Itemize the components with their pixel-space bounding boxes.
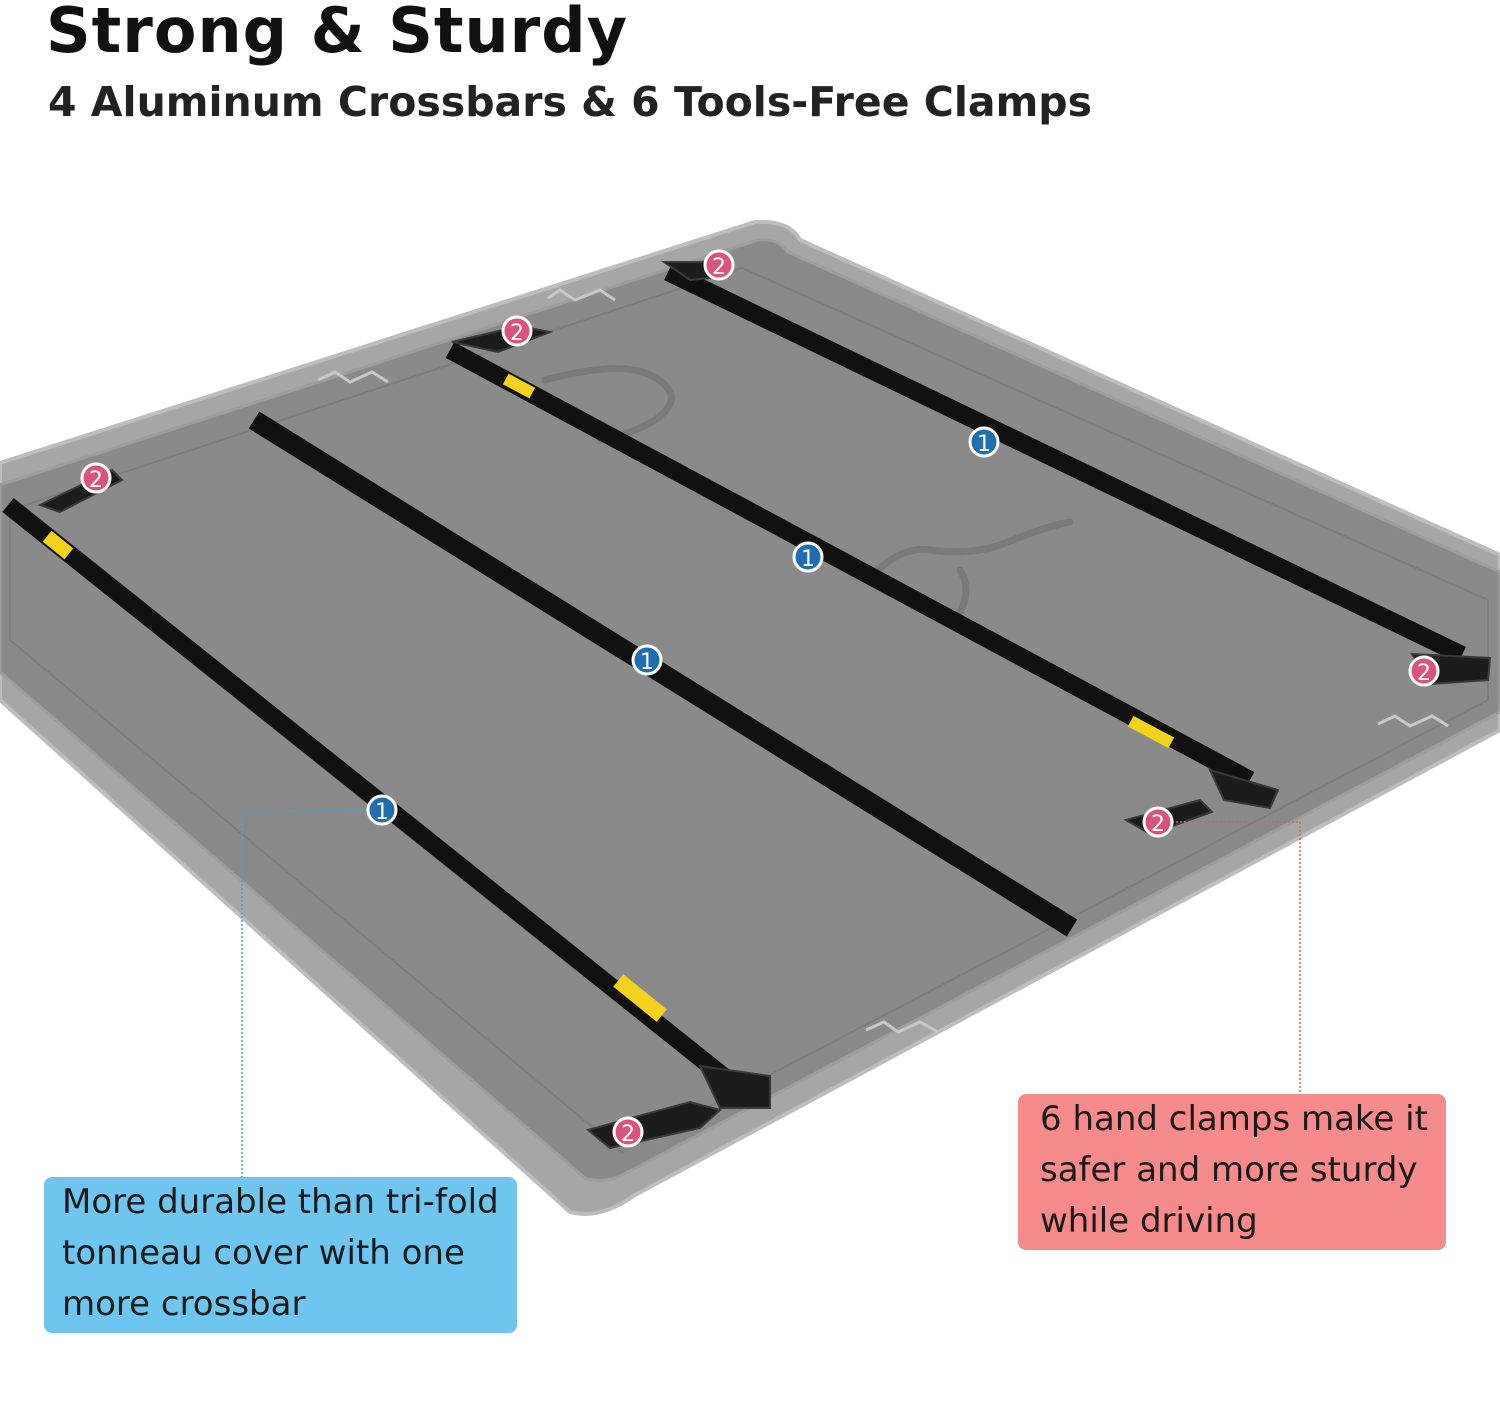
- svg-text:2: 2: [1417, 661, 1431, 686]
- crossbar-markers: 1 1 1 1: [366, 426, 1000, 826]
- crossbar-3: [445, 342, 1255, 788]
- clamp-icon: [698, 1064, 771, 1109]
- warning-labels: [42, 373, 1175, 1022]
- clamp-marker: 2: [1408, 655, 1440, 687]
- svg-text:2: 2: [621, 1122, 635, 1147]
- svg-text:1: 1: [640, 650, 654, 675]
- clamp-callout-line: safer and more sturdy: [1040, 1150, 1418, 1190]
- clamp-marker: 2: [501, 315, 533, 347]
- clamp-callout-line: while driving: [1040, 1201, 1258, 1241]
- crossbar-callout-line: more crossbar: [62, 1284, 306, 1324]
- svg-text:1: 1: [375, 800, 389, 825]
- svg-text:2: 2: [712, 255, 726, 280]
- clamp-marker: 2: [612, 1116, 644, 1148]
- crossbar-2: [248, 411, 1078, 937]
- clamp-callout: 6 hand clamps make it safer and more stu…: [1018, 1094, 1446, 1250]
- svg-text:1: 1: [801, 547, 815, 572]
- crossbar-callout: More durable than tri-fold tonneau cover…: [44, 1177, 517, 1333]
- crossbar-callout-line: More durable than tri-fold: [62, 1182, 499, 1222]
- crossbar-leader-line: [241, 809, 371, 1177]
- clamp-leader-line: [1160, 821, 1301, 1094]
- clamp-marker: 2: [1142, 806, 1174, 838]
- svg-text:2: 2: [510, 321, 524, 346]
- clamp-marker: 2: [703, 249, 735, 281]
- svg-text:1: 1: [977, 432, 991, 457]
- crossbar-marker: 1: [968, 426, 1000, 458]
- crossbar-marker: 1: [792, 541, 824, 573]
- clamp-icon: [1208, 768, 1280, 810]
- crossbar-4: [664, 263, 1466, 664]
- crossbar-marker: 1: [366, 794, 398, 826]
- clamp-marker: 2: [80, 462, 112, 494]
- svg-text:2: 2: [1151, 812, 1165, 837]
- callout-leaders: [241, 809, 1301, 1177]
- crossbar-callout-line: tonneau cover with one: [62, 1233, 465, 1273]
- page-subtitle: 4 Aluminum Crossbars & 6 Tools-Free Clam…: [48, 78, 1093, 126]
- clamp-markers: 2 2 2 2 2 2: [80, 249, 1440, 1148]
- page-title: Strong & Sturdy: [46, 0, 629, 67]
- aluminum-crossbars: [2, 263, 1466, 1096]
- clamp-callout-line: 6 hand clamps make it: [1040, 1099, 1428, 1139]
- crossbar-1: [2, 497, 744, 1096]
- svg-text:2: 2: [89, 468, 103, 493]
- crossbar-marker: 1: [631, 644, 663, 676]
